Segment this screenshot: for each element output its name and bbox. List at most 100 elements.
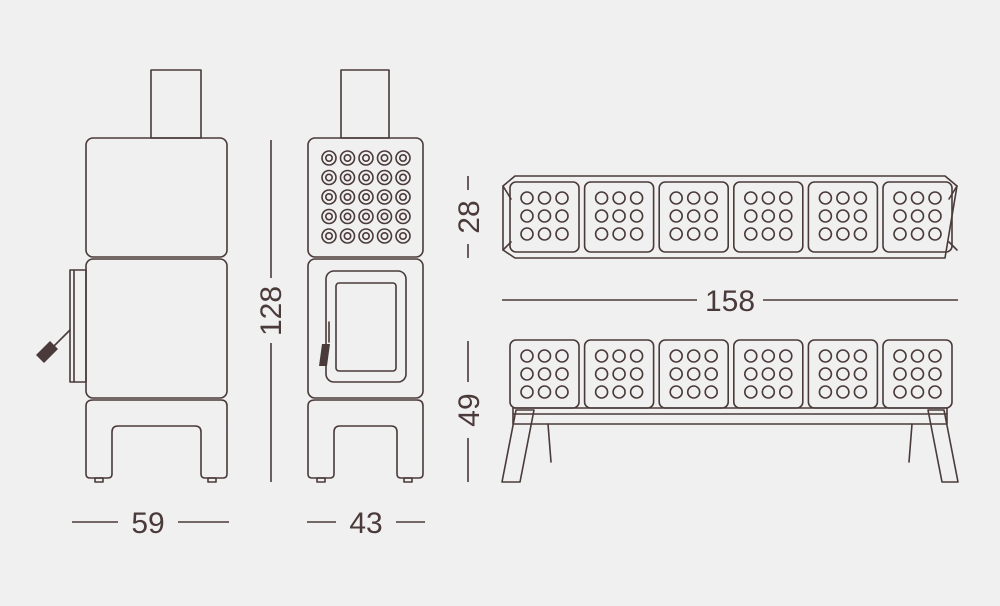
dimension-bench-height-low: 28 — [453, 176, 486, 258]
bench-front-view — [501, 339, 959, 483]
bench-module — [509, 181, 580, 253]
module-hole — [893, 191, 907, 205]
module-hole — [818, 209, 833, 223]
side-flue-pipe — [150, 69, 202, 139]
module-hole — [743, 209, 758, 223]
vent-hole — [395, 169, 411, 186]
module-hole — [594, 227, 609, 241]
vent-hole — [321, 208, 337, 225]
dimension-side-width: 59 — [72, 507, 229, 540]
module-hole — [594, 209, 609, 223]
module-hole — [761, 227, 776, 241]
module-hole — [629, 367, 644, 381]
module-hole — [537, 367, 552, 381]
module-hole — [761, 367, 776, 381]
module-hole — [612, 227, 626, 241]
module-hole — [928, 385, 942, 399]
vent-hole — [376, 150, 393, 166]
module-hole — [836, 191, 850, 205]
module-hole — [669, 191, 684, 205]
bench-leg-back-left — [547, 423, 552, 463]
dim-label-49: 49 — [453, 393, 486, 426]
module-hole — [910, 209, 925, 223]
side-base-legs — [85, 399, 228, 479]
module-hole — [910, 385, 925, 399]
module-hole — [893, 385, 907, 399]
vent-hole — [358, 150, 374, 166]
module-hole — [893, 349, 907, 363]
module-hole — [928, 191, 942, 205]
dim-label-158: 158 — [705, 285, 755, 318]
bench-top-view — [502, 175, 958, 259]
bench-leg-left — [501, 409, 535, 483]
module-hole — [853, 227, 868, 241]
module-hole — [761, 385, 776, 399]
module-hole — [704, 349, 719, 363]
side-foot-left — [94, 477, 104, 483]
vent-hole — [339, 189, 356, 205]
vent-hole — [339, 208, 356, 225]
module-hole — [928, 349, 942, 363]
module-hole — [836, 227, 850, 241]
module-hole — [818, 349, 833, 363]
module-hole — [555, 385, 569, 399]
vent-hole — [376, 228, 393, 244]
vent-hole — [321, 150, 337, 166]
vent-hole — [339, 228, 356, 244]
module-hole — [555, 209, 569, 223]
dimension-bench-length: 158 — [502, 285, 958, 318]
vent-hole — [321, 189, 337, 205]
side-door-edge — [69, 269, 87, 383]
module-hole — [520, 349, 534, 363]
module-hole — [555, 367, 569, 381]
module-hole — [778, 385, 793, 399]
module-hole — [910, 367, 925, 381]
bench-top-outline — [502, 175, 958, 259]
vent-hole — [376, 169, 393, 186]
module-hole — [743, 227, 758, 241]
dim-label-59: 59 — [131, 507, 164, 540]
module-hole — [555, 227, 569, 241]
module-hole — [669, 367, 684, 381]
module-hole — [612, 385, 626, 399]
front-vent-holes — [321, 150, 411, 244]
module-hole — [743, 367, 758, 381]
module-hole — [893, 209, 907, 223]
module-hole — [704, 191, 719, 205]
module-hole — [594, 367, 609, 381]
vent-hole — [395, 228, 411, 244]
module-hole — [629, 191, 644, 205]
stove-front-view — [307, 69, 424, 483]
module-hole — [669, 349, 684, 363]
module-hole — [853, 367, 868, 381]
module-hole — [704, 209, 719, 223]
front-door-frame — [325, 270, 407, 383]
module-hole — [761, 209, 776, 223]
vent-hole — [321, 169, 337, 186]
module-hole — [612, 191, 626, 205]
module-hole — [537, 227, 552, 241]
module-hole — [555, 191, 569, 205]
side-foot-right — [207, 477, 217, 483]
module-hole — [743, 191, 758, 205]
dimension-bench-height-high: 49 — [453, 341, 486, 482]
module-hole — [836, 367, 850, 381]
module-hole — [818, 191, 833, 205]
dim-label-128: 128 — [255, 286, 288, 336]
module-hole — [910, 227, 925, 241]
module-hole — [520, 227, 534, 241]
bench-leg-back-right — [908, 423, 913, 463]
module-hole — [778, 209, 793, 223]
module-hole — [778, 191, 793, 205]
module-hole — [520, 385, 534, 399]
module-hole — [537, 191, 552, 205]
vent-hole — [339, 150, 356, 166]
bench-module — [583, 181, 655, 253]
bench-rail — [512, 407, 948, 425]
dim-label-43: 43 — [349, 507, 382, 540]
module-hole — [704, 227, 719, 241]
module-hole — [836, 209, 850, 223]
module-hole — [818, 385, 833, 399]
module-hole — [853, 209, 868, 223]
